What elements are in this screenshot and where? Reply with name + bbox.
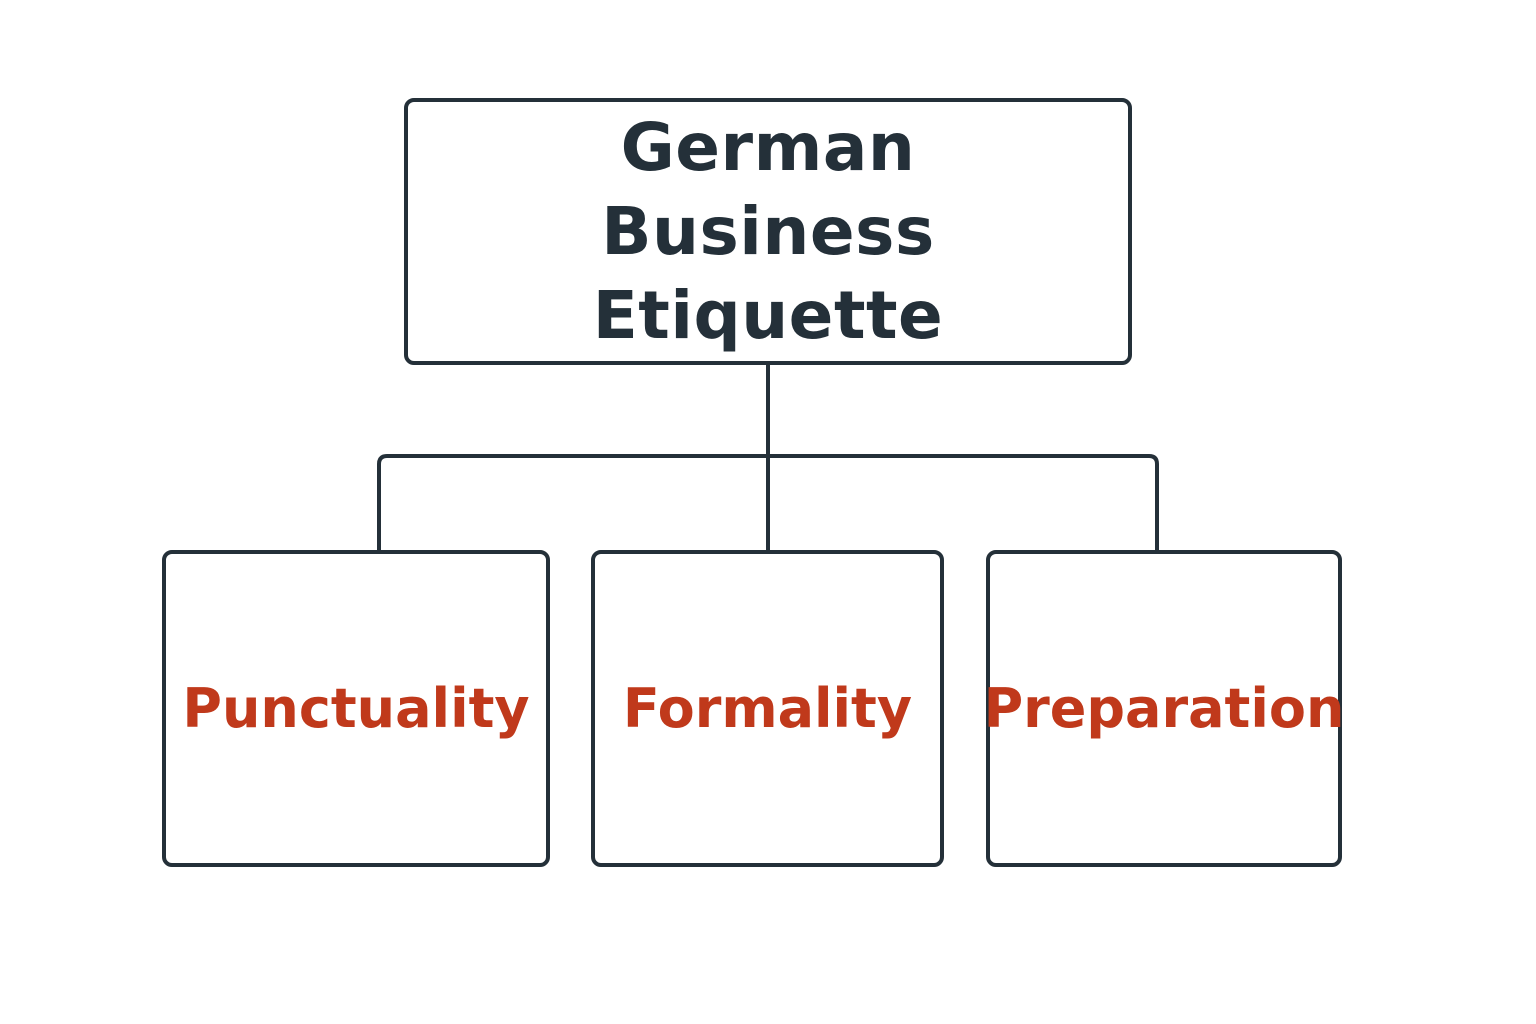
root-node-label: German Business Etiquette bbox=[592, 108, 944, 354]
child-node-formality: Formality bbox=[591, 550, 944, 867]
child-node-punctuality: Punctuality bbox=[162, 550, 550, 867]
child-node-preparation: Preparation bbox=[983, 550, 1345, 867]
child-node-label: Formality bbox=[622, 676, 913, 740]
root-node: German Business Etiquette bbox=[404, 98, 1132, 365]
child-node-label: Punctuality bbox=[182, 676, 530, 740]
child-node-label: Preparation bbox=[983, 676, 1345, 740]
